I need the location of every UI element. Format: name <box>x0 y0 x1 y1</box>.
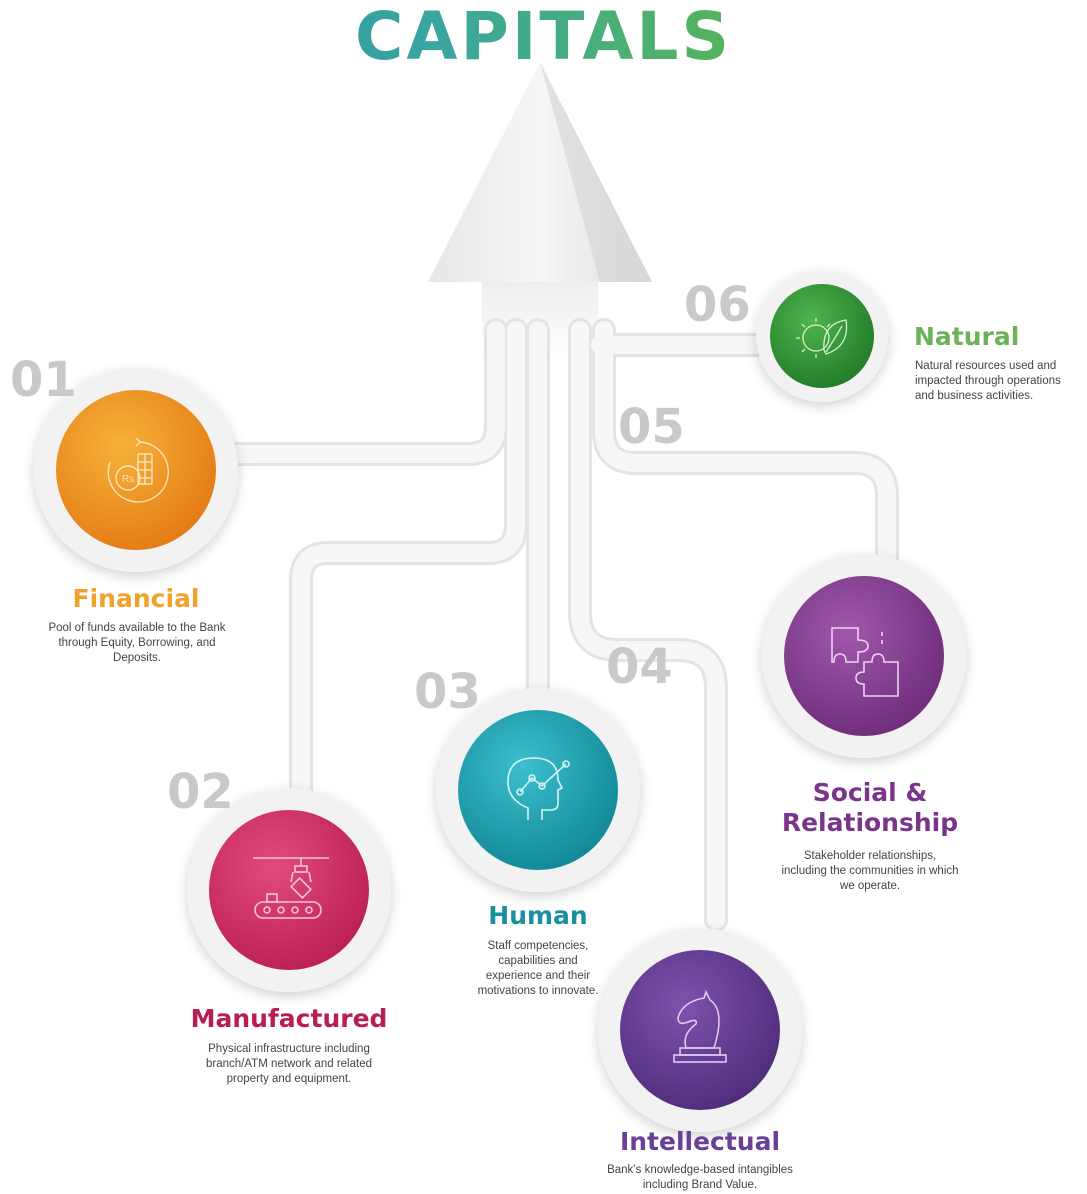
node-natural <box>756 270 888 402</box>
capital-name-financial: Financial <box>72 584 200 613</box>
node-financial: Rs <box>34 368 238 572</box>
page-title: CAPITALS <box>0 4 1087 70</box>
node-social <box>762 554 966 758</box>
conveyor-robot-arm-icon <box>253 857 329 919</box>
capital-desc-social: Stakeholder relationships, including the… <box>781 850 959 892</box>
number-manufactured: 02 <box>167 764 234 820</box>
capital-name-social: Social & Relationship <box>781 778 959 837</box>
capital-desc-natural: Natural resources used and impacted thro… <box>915 360 1061 402</box>
coins-rupee-icon: Rs <box>107 437 169 503</box>
capital-desc-intellectual: Bank’s knowledge-based intangibles inclu… <box>607 1164 793 1191</box>
connector-paths <box>208 318 899 932</box>
node-human <box>436 688 640 892</box>
gear-leaf-icon <box>796 318 848 358</box>
number-natural: 06 <box>684 277 751 333</box>
number-social: 05 <box>618 399 685 455</box>
capital-name-human: Human <box>488 901 588 930</box>
node-intellectual <box>598 928 802 1132</box>
capital-desc-manufactured: Physical infrastructure including branch… <box>206 1043 372 1085</box>
capital-name-natural: Natural <box>914 322 1020 351</box>
chess-knight-icon <box>673 989 727 1063</box>
number-intellectual: 04 <box>606 639 673 695</box>
capital-name-manufactured: Manufactured <box>190 1004 388 1033</box>
capital-name-intellectual: Intellectual <box>619 1127 781 1156</box>
number-human: 03 <box>414 664 481 720</box>
capital-desc-human: Staff competencies, capabilities and exp… <box>477 940 599 997</box>
arrow-head <box>428 62 652 362</box>
capital-desc-financial: Pool of funds available to the Bank thro… <box>48 622 226 664</box>
head-growth-chart-icon <box>507 757 570 820</box>
number-financial: 01 <box>10 352 77 408</box>
svg-text:Rs: Rs <box>122 474 134 485</box>
node-manufactured <box>187 788 391 992</box>
puzzle-pieces-icon <box>831 627 899 697</box>
